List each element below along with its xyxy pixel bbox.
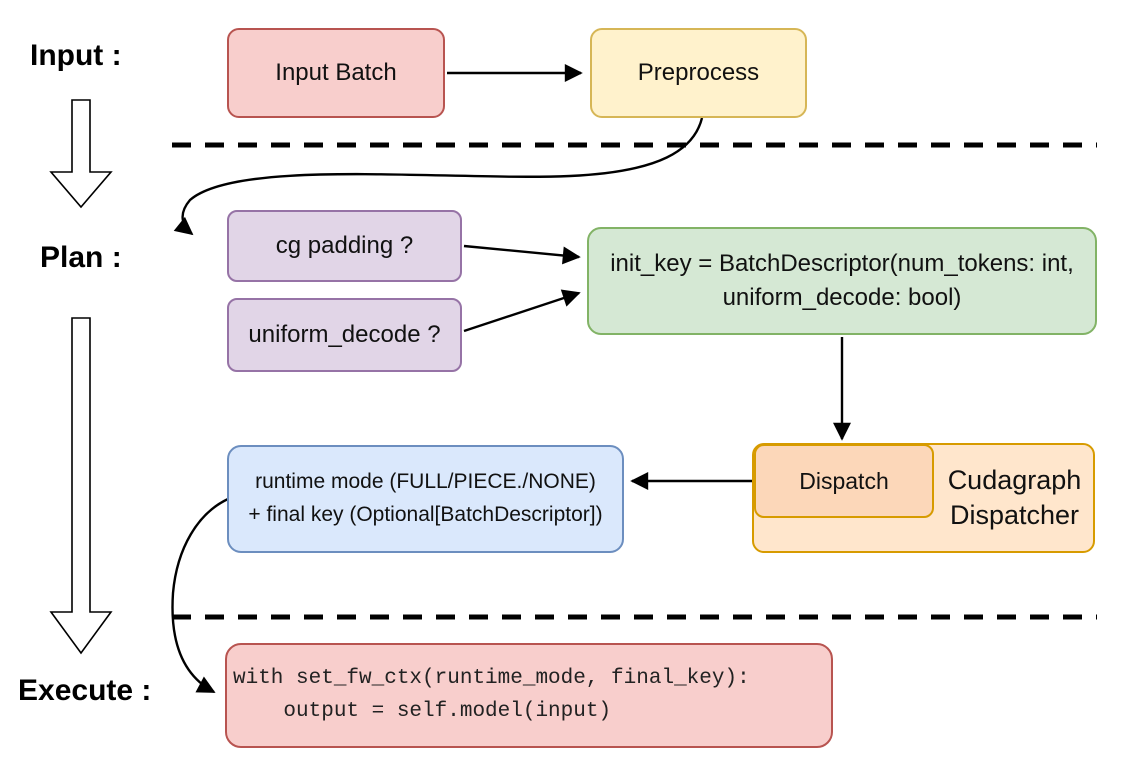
node-dispatch-label: Dispatch (799, 467, 889, 494)
stage-label-plan: Plan : (40, 241, 122, 274)
node-input-batch-label: Input Batch (275, 59, 397, 87)
arrow-runtimemode-to-executecode (171, 497, 229, 694)
stage-label-input: Input : (30, 39, 122, 72)
node-runtime-mode-line1: runtime mode (FULL/PIECE./NONE) (255, 470, 596, 494)
stage-label-execute: Execute : (18, 674, 152, 707)
execute-code-line2: output = self.model(input) (233, 699, 612, 723)
stage-arrow-input-to-plan (49, 99, 113, 209)
execute-code-line1: with set_fw_ctx(runtime_mode, final_key)… (233, 666, 750, 690)
node-uniform-decode-label: uniform_decode ? (248, 321, 441, 349)
node-execute-code: with set_fw_ctx(runtime_mode, final_key)… (225, 643, 833, 748)
node-preprocess-label: Preprocess (637, 59, 760, 87)
arrow-uniformdecode-to-initkey (463, 289, 581, 333)
node-input-batch: Input Batch (227, 28, 445, 118)
stage-arrow-plan-to-execute (49, 317, 113, 655)
node-cudagraph-dispatcher-label: Cudagraph Dispatcher (947, 464, 1082, 530)
node-preprocess: Preprocess (590, 28, 807, 118)
node-init-key-line1: init_key = BatchDescriptor(num_tokens: i… (610, 250, 1074, 278)
node-runtime-mode-line2: + final key (Optional[BatchDescriptor]) (248, 503, 603, 526)
arrow-cgpadding-to-initkey (463, 244, 581, 265)
node-cg-padding: cg padding ? (227, 210, 462, 282)
node-dispatch: Dispatch (754, 444, 934, 518)
node-cg-padding-label: cg padding ? (275, 232, 414, 260)
node-init-key-line2: uniform_decode: bool) (722, 284, 962, 311)
node-init-key: init_key = BatchDescriptor(num_tokens: i… (587, 227, 1097, 335)
node-uniform-decode: uniform_decode ? (227, 298, 462, 372)
node-runtime-mode: runtime mode (FULL/PIECE./NONE) + final … (227, 445, 624, 553)
